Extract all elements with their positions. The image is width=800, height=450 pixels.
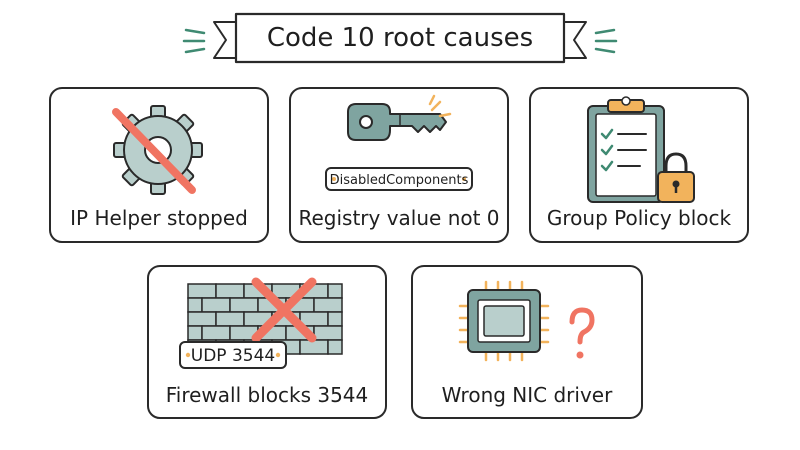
crossed-out-mark [112, 108, 196, 194]
question-mark-icon [569, 307, 595, 359]
registry-tag-text: DisabledComponents [330, 173, 469, 188]
sparkle-accent [428, 94, 452, 118]
card-label-group-policy: Group Policy block [547, 206, 732, 230]
clipboard-icon [587, 96, 665, 203]
lock-icon [657, 152, 695, 203]
page-title: Code 10 root causes [267, 23, 533, 53]
card-label-registry: Registry value not 0 [298, 206, 499, 230]
card-ip-helper: IP Helper stopped [49, 87, 269, 243]
card-label-firewall: Firewall blocks 3544 [166, 383, 369, 407]
blocked-x-mark [251, 277, 317, 343]
key-icon [347, 103, 447, 141]
chip-icon [458, 280, 550, 362]
title-accent-right [594, 28, 618, 54]
card-label-ip-helper: IP Helper stopped [70, 206, 248, 230]
registry-tag: DisabledComponents [325, 167, 473, 191]
card-group-policy: Group Policy block [529, 87, 749, 243]
card-label-nic-driver: Wrong NIC driver [442, 383, 613, 407]
card-firewall: UDP 3544 Firewall blocks 3544 [147, 265, 387, 419]
title-banner: Code 10 root causes [182, 12, 618, 64]
title-accent-left [182, 28, 206, 54]
port-tag: UDP 3544 [179, 341, 287, 369]
card-registry: DisabledComponents Registry value not 0 [289, 87, 509, 243]
card-nic-driver: Wrong NIC driver [411, 265, 643, 419]
port-tag-text: UDP 3544 [191, 346, 275, 366]
